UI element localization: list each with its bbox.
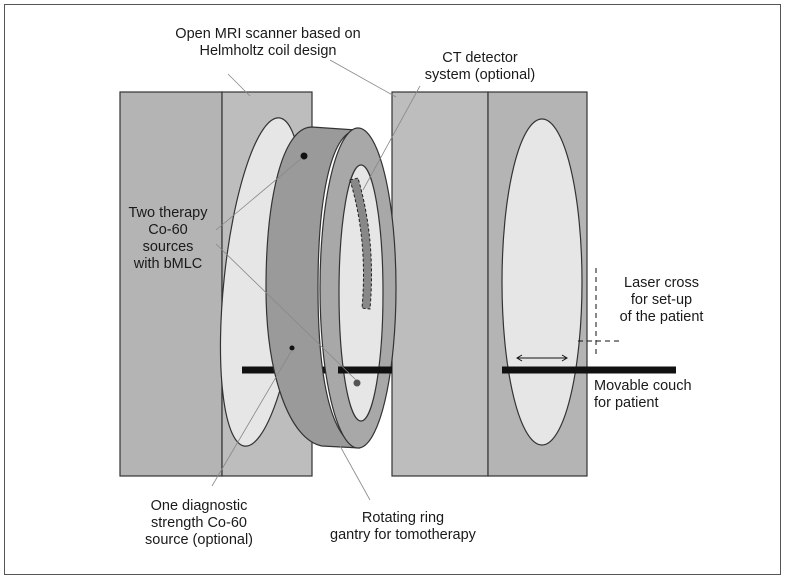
left-magnet-block-outer bbox=[119, 91, 223, 477]
label-therapy-line2: Co-60 bbox=[148, 222, 188, 238]
couch-motion-arrow-head-right bbox=[561, 354, 568, 362]
label-therapy-line4: with bMLC bbox=[133, 256, 203, 272]
leader-mri bbox=[227, 73, 251, 97]
label-diagnostic-source: One diagnostic strength Co-60 source (op… bbox=[130, 498, 268, 549]
label-ct-detector: CT detector system (optional) bbox=[410, 50, 550, 84]
label-couch-line1: Movable couch bbox=[594, 378, 692, 394]
label-couch-line2: for patient bbox=[594, 395, 659, 411]
label-ct-line2: system (optional) bbox=[424, 67, 536, 83]
therapy-source-dot-top bbox=[300, 152, 308, 160]
label-diag-line1: One diagnostic bbox=[150, 498, 248, 514]
label-diag-line3: source (optional) bbox=[145, 532, 253, 548]
label-movable-couch: Movable couch for patient bbox=[594, 378, 744, 412]
leader-therapy-bottom bbox=[215, 243, 357, 381]
leader-ct bbox=[362, 85, 421, 191]
right-bore-opening bbox=[501, 118, 583, 446]
ct-detector-arc bbox=[349, 177, 372, 310]
label-diag-line2: strength Co-60 bbox=[151, 515, 247, 531]
label-therapy-line1: Two therapy bbox=[128, 205, 208, 221]
diagnostic-source-dot bbox=[289, 345, 295, 351]
right-magnet-block-left bbox=[391, 91, 489, 477]
label-open-mri: Open MRI scanner based on Helmholtz coil… bbox=[168, 26, 368, 60]
label-gantry-line1: Rotating ring bbox=[361, 510, 445, 526]
label-laser-line3: of the patient bbox=[619, 309, 704, 325]
label-laser-line1: Laser cross bbox=[624, 275, 699, 291]
leader-gantry bbox=[339, 445, 371, 501]
leader-diagnostic bbox=[211, 349, 293, 487]
label-ct-line1: CT detector bbox=[442, 50, 518, 66]
ring-gantry-bore bbox=[338, 164, 384, 422]
label-open-mri-line1: Open MRI scanner based on bbox=[175, 26, 361, 42]
label-rotating-gantry: Rotating ring gantry for tomotherapy bbox=[318, 510, 488, 544]
label-laser-line2: for set-up bbox=[630, 292, 693, 308]
label-laser-cross: Laser cross for set-up of the patient bbox=[604, 275, 719, 326]
leader-therapy-top bbox=[215, 157, 303, 231]
label-gantry-line2: gantry for tomotherapy bbox=[330, 527, 476, 543]
leader-mri-right bbox=[329, 59, 397, 98]
couch-motion-arrow-head-left bbox=[516, 354, 523, 362]
label-therapy-line3: sources bbox=[142, 239, 194, 255]
label-two-therapy-sources: Two therapy Co-60 sources with bMLC bbox=[118, 205, 218, 273]
label-open-mri-line2: Helmholtz coil design bbox=[199, 43, 337, 59]
therapy-source-dot-bottom bbox=[353, 379, 361, 387]
